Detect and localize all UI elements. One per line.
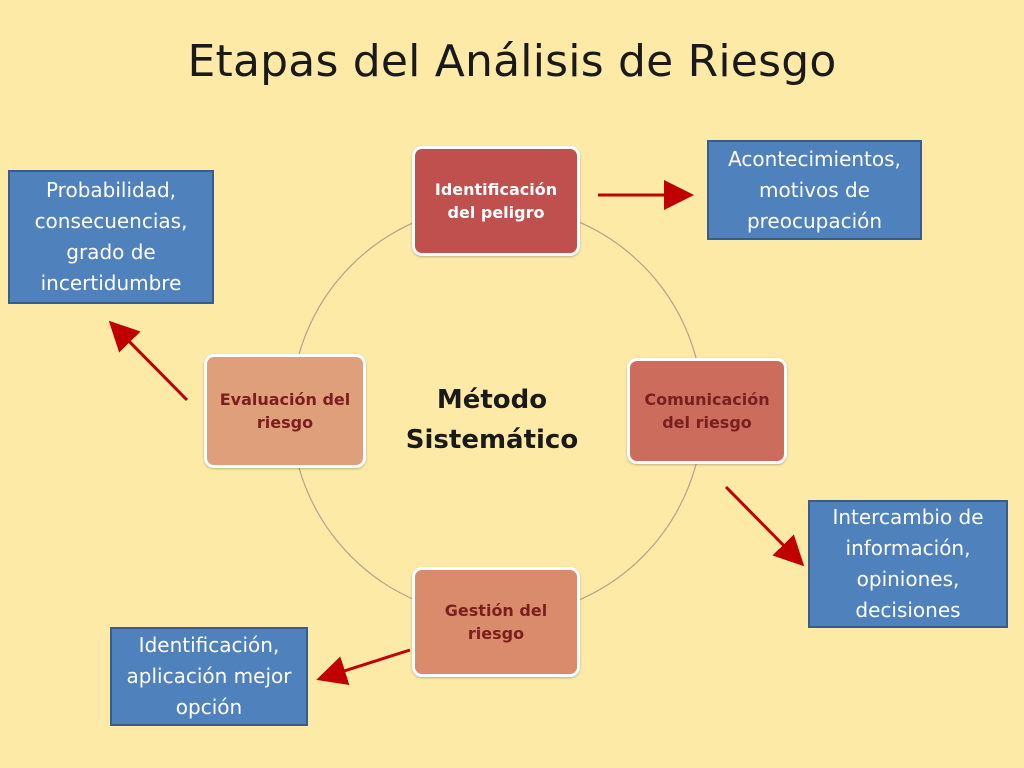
stage-comunicacion-riesgo: Comunicación del riesgo <box>627 358 787 464</box>
note-bottom-right: Intercambio de información, opiniones, d… <box>808 500 1008 628</box>
center-label-line-1: Método <box>436 385 548 415</box>
note-top-right: Acontecimientos, motivos de preocupación <box>707 140 922 240</box>
arrow-to-note-bottom-left <box>316 648 411 686</box>
note-bottom-left: Identificación, aplicación mejor opción <box>110 627 308 726</box>
stage-gestion-riesgo: Gestión del riesgo <box>412 567 580 677</box>
arrow-to-note-bottom-right <box>724 485 805 567</box>
stage-identificacion-peligro: Identificación del peligro <box>412 146 580 256</box>
arrow-to-note-top-left <box>108 320 189 402</box>
slide-title: Etapas del Análisis de Riesgo <box>187 36 837 87</box>
stage-evaluacion-riesgo: Evaluación del riesgo <box>204 354 366 468</box>
center-label: Método Sistemático <box>392 380 592 460</box>
note-top-left: Probabilidad, consecuencias, grado de in… <box>8 170 214 304</box>
center-label-line-2: Sistemático <box>405 425 579 455</box>
